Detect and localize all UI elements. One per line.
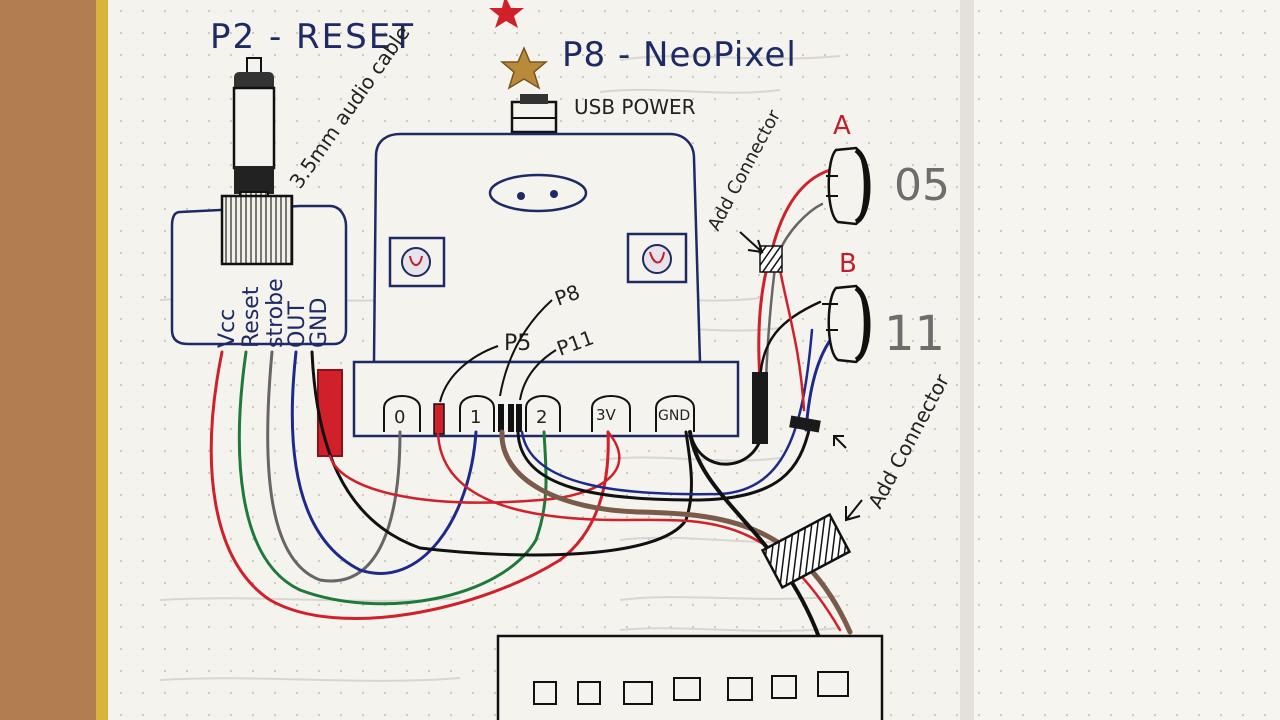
wire-red-jumper: [328, 430, 621, 504]
mic-pin-vcc: Vcc: [215, 309, 240, 348]
mic-pin-out: OUT: [285, 301, 310, 348]
pad-label-3v: 3V: [596, 406, 617, 424]
mic-pin-strobe: strobe: [263, 278, 288, 348]
usb-connector-top: [520, 94, 548, 104]
audio-jack: [232, 57, 276, 215]
right-page-dots: [974, 0, 1280, 720]
arrow-top-connector: [739, 231, 764, 254]
connector-coil: [759, 245, 783, 273]
wire-black-gnd-down: [688, 430, 822, 642]
board-led-window: [488, 173, 588, 213]
notebook-cover-edge: [96, 0, 108, 720]
microcontroller-board: [372, 132, 702, 364]
wire-black-p11: [516, 424, 812, 502]
red-star-icon: [489, 0, 524, 28]
label-p8-neopixel: P8 - NeoPixel: [562, 35, 797, 75]
mic-capsule: [220, 194, 294, 266]
connector-small: [789, 415, 821, 433]
label-button-a: A: [833, 111, 851, 141]
desk-wood-grain: [0, 0, 100, 720]
pad-label-0: 0: [394, 407, 405, 428]
pin-arrows: [439, 299, 557, 403]
button-a: [826, 146, 871, 226]
wire-blue-out: [290, 350, 478, 575]
mic-pin-gnd: GND: [307, 298, 332, 348]
label-p2-reset: P2 - RESET: [210, 17, 415, 57]
mic-module-pin-labels: Vcc Reset strobe OUT GND: [215, 278, 332, 348]
wire-red-vcc: [209, 350, 610, 621]
label-usb-power: USB POWER: [574, 95, 696, 119]
wire-gray-strobe: [266, 350, 402, 583]
label-button-b: B: [839, 249, 857, 279]
pad-label-2: 2: [536, 407, 547, 428]
wire-green-reset: [237, 350, 548, 606]
neopixel-leds: [533, 671, 849, 705]
mic-pin-reset: Reset: [239, 286, 264, 348]
mic-module: [170, 204, 348, 346]
gold-star-icon: [499, 46, 549, 90]
label-button-a-pin: 05: [894, 160, 950, 211]
connector-shrink-top: [752, 372, 768, 444]
pad-label-1: 1: [470, 407, 481, 428]
button-b: [822, 284, 871, 364]
spine-shadow: [960, 0, 974, 720]
arrow-bottom-connector: [845, 499, 863, 522]
label-button-b-pin: 11: [884, 306, 945, 362]
board-pads: [383, 395, 695, 432]
pad-label-gnd: GND: [658, 408, 690, 424]
red-jumper: [317, 369, 343, 457]
main-connector: [760, 512, 852, 590]
